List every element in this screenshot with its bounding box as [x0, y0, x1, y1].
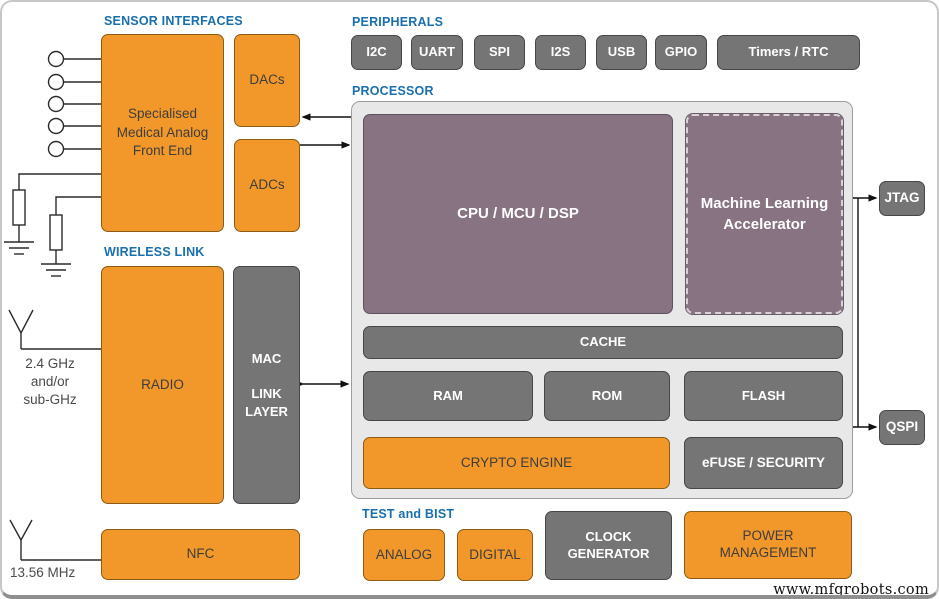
clock-generator-block: CLOCK GENERATOR	[545, 511, 672, 580]
peripheral-block-gpio: GPIO	[655, 35, 707, 70]
input-terminal	[47, 140, 101, 158]
input-terminal	[47, 50, 101, 68]
section-label-peripherals: PERIPHERALS	[352, 15, 444, 29]
jtag-block: JTAG	[879, 181, 925, 216]
efuse-security-block: eFUSE / SECURITY	[684, 437, 843, 489]
dacs-block: DACs	[234, 34, 300, 127]
input-terminal	[47, 95, 101, 113]
peripheral-block-uart: UART	[411, 35, 463, 70]
section-label-processor: PROCESSOR	[352, 84, 434, 98]
peripheral-block-usb: USB	[596, 35, 647, 70]
watermark: www.mfgrobots.com	[773, 582, 929, 598]
cpu-block: CPU / MCU / DSP	[363, 114, 673, 314]
digital-block: DIGITAL	[457, 529, 533, 581]
qspi-block: QSPI	[879, 410, 925, 445]
radio-antenna-icon	[8, 309, 101, 350]
input-terminal	[47, 117, 101, 135]
crypto-engine-block: CRYPTO ENGINE	[363, 437, 670, 489]
input-terminal	[47, 73, 101, 91]
ml-accelerator-block: Machine Learning Accelerator	[685, 113, 844, 315]
resistor-icon	[12, 189, 26, 226]
peripheral-block-i2s: I2S	[535, 35, 586, 70]
ground-icon	[4, 241, 34, 255]
section-label-sensor-interfaces: SENSOR INTERFACES	[104, 14, 243, 28]
analog-block: ANALOG	[363, 529, 445, 581]
adcs-block: ADCs	[234, 139, 300, 232]
nfc-antenna-icon	[9, 519, 101, 561]
cache-block: CACHE	[363, 326, 843, 359]
mac-link-layer-block: MAC LINK LAYER	[233, 266, 300, 504]
rom-block: ROM	[544, 371, 670, 421]
radio-antenna-label: 2.4 GHz and/or sub-GHz	[23, 356, 77, 408]
flash-block: FLASH	[684, 371, 843, 421]
electrode-wire-1	[4, 173, 101, 255]
resistor-icon	[49, 214, 63, 251]
ground-icon	[41, 263, 71, 277]
peripheral-block-spi: SPI	[474, 35, 525, 70]
sensor-input-terminals	[47, 50, 101, 158]
ram-block: RAM	[363, 371, 533, 421]
power-management-block: POWER MANAGEMENT	[684, 511, 852, 579]
peripheral-block-i2c: I2C	[351, 35, 402, 70]
nfc-block: NFC	[101, 529, 300, 580]
section-label-test-bist: TEST and BIST	[362, 507, 455, 521]
electrode-wire-2	[41, 196, 101, 277]
section-label-wireless-link: WIRELESS LINK	[104, 245, 205, 259]
peripheral-block-timers-rtc: Timers / RTC	[717, 35, 860, 70]
nfc-antenna-label: 13.56 MHz	[10, 565, 76, 580]
radio-block: RADIO	[101, 266, 224, 504]
afe-block: Specialised Medical Analog Front End	[101, 34, 224, 232]
